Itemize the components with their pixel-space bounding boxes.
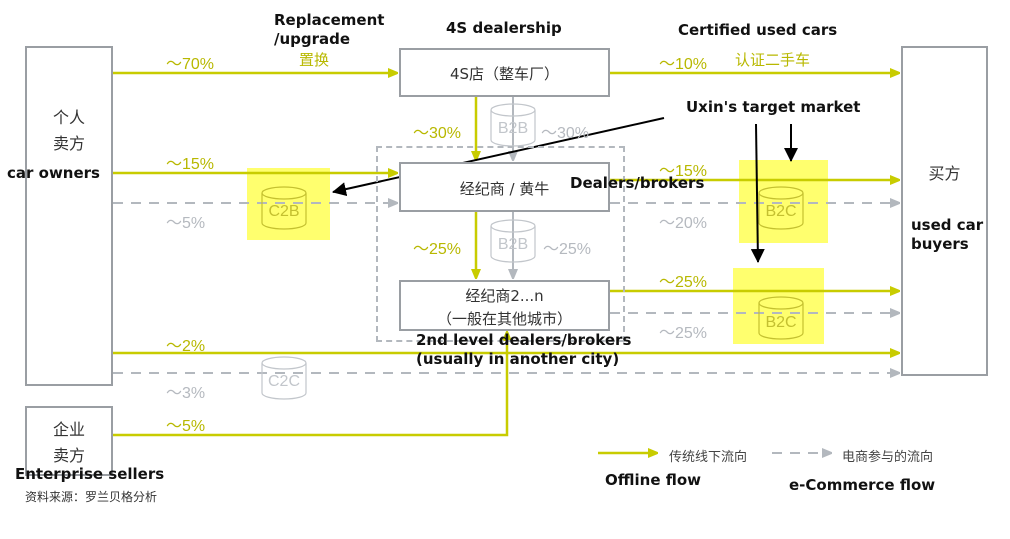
enterprise-seller-en-label: Enterprise sellers [15,465,165,483]
c2c-cylinder-icon [261,356,307,400]
flow-replacement-cn: 置换 [299,51,330,69]
flow-4s-dealer-b2b-pct: ～30% [541,125,590,142]
enterprise-seller-cn-2: 卖方 [52,446,85,465]
legend-offline-en: Offline flow [605,471,701,489]
source-note: 资料来源：罗兰贝格分析 [25,490,158,504]
target-arrow-to-b2c-lower [750,123,765,263]
b2c-highlight-lower [733,268,824,344]
individual-seller-box: 个人 卖方 [25,46,113,386]
c2b-platform-label: C2B [268,203,300,220]
flow-owner-buyer-pct: ～2% [166,338,206,355]
dealer-en-label: Dealers/brokers [570,174,705,192]
flow-dealer-dealer2-pct: ～25% [413,241,462,258]
legend-offline-cn: 传统线下流向 [669,450,748,465]
replacement-en-label-1: Replacement [274,11,385,29]
individual-seller-cn-1: 个人 [52,108,85,127]
flow-dealer-dealer2-b2b-pct: ～25% [543,241,592,258]
flow-enterprise-dealer2-pct: ～5% [166,418,206,435]
target-market-annotation: Uxin's target market [686,98,861,116]
dealer-2n-en-label-1: 2nd level dealers/brokers [416,331,632,349]
buyer-cn: 买方 [928,164,961,183]
flow-owner-buyer-c2c-pct: ～3% [166,385,206,402]
b2c-cylinder-icon-upper [758,186,804,230]
dealer-2n-cn-2: （一般在其他城市） [436,310,572,328]
c2c-platform-label: C2C [267,373,300,390]
dealership-4s-cn: 4S店（整车厂） [449,65,560,83]
enterprise-seller-cn-1: 企业 [52,420,85,439]
replacement-en-label-2: /upgrade [274,30,351,48]
b2c-platform-label-1: B2C [765,203,797,220]
b2b-platform-label-2: B2B [497,236,529,253]
b2b-cylinder-icon-lower [490,219,536,263]
buyer-en-label-1: used car [911,216,984,234]
b2c-cylinder-icon-lower [758,296,804,340]
dealer-box: 经纪商 / 黄牛 [399,162,610,212]
legend-ecommerce-en: e-Commerce flow [789,476,936,494]
flow-owner-dealer-pct: ～15% [166,156,215,173]
flow-dealer-buyer-pct: ～15% [659,163,708,180]
flow-certified-cn: 认证二手车 [735,51,811,69]
buyer-en-label-2: buyers [911,235,969,253]
dealer-2n-en-label-2: (usually in another city) [416,350,620,368]
enterprise-seller-box: 企业 卖方 [25,406,113,476]
dealer-2n-box: 经纪商2...n （一般在其他城市） [399,280,610,331]
target-arrow-to-c2b [332,117,665,196]
dealer-cn: 经纪商 / 黄牛 [459,180,550,198]
flow-dealer2-buyer-pct: ～25% [659,274,708,291]
flow-enterprise-dealer2-line [113,332,507,437]
flow-4s-buyer-pct: ～10% [659,56,708,73]
c2b-cylinder-icon [261,186,307,230]
buyer-box: 买方 used car buyers [901,46,988,376]
certified-en-label: Certified used cars [678,21,838,39]
flow-owner-dealer-c2b-pct: ～5% [166,215,206,232]
legend-ecommerce-cn: 电商参与的流向 [842,450,934,465]
flow-4s-dealer-pct: ～30% [413,125,462,142]
dealership-4s-box: 4S店（整车厂） [399,48,610,97]
individual-seller-en-label: car owners [7,164,100,182]
dealership-4s-en-label: 4S dealership [446,19,562,37]
flow-dealer2-buyer-b2c-pct: ～25% [659,325,708,342]
b2c-platform-label-2: B2C [765,314,797,331]
dealer-group-dashed-frame [376,146,625,342]
b2b-platform-label-1: B2B [497,120,529,137]
flow-owner-4s-pct: ～70% [166,56,215,73]
individual-seller-cn-2: 卖方 [52,134,85,153]
flow-dealer-buyer-b2c-pct: ～20% [659,215,708,232]
dealer-2n-cn-1: 经纪商2...n [465,287,544,305]
